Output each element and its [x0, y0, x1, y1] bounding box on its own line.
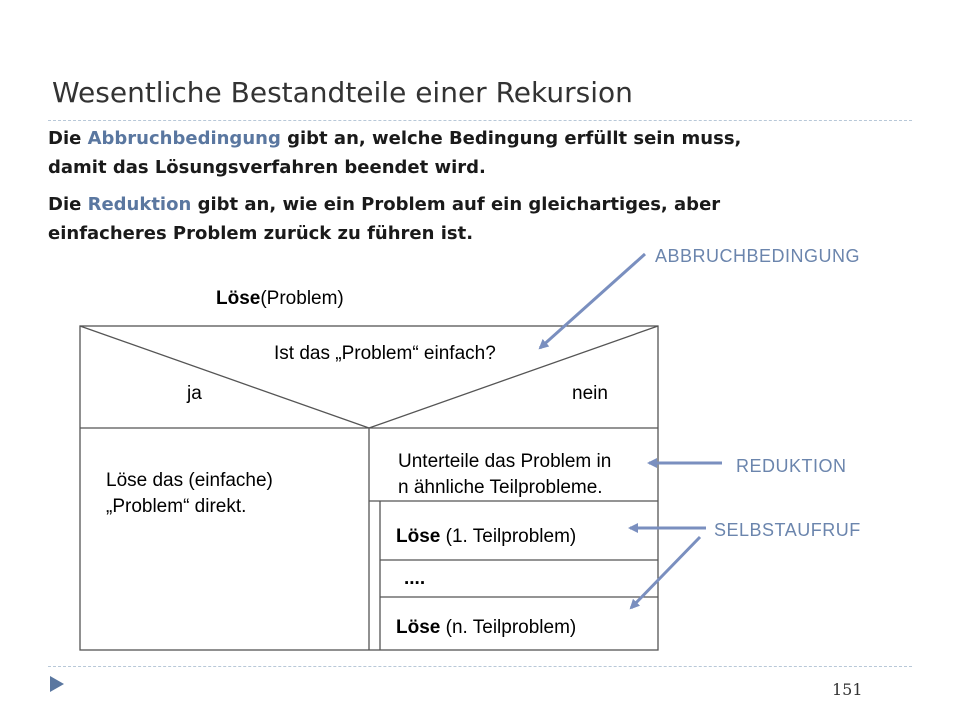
function-argument: (n. Teilproblem) [440, 617, 577, 638]
annotation-selbstaufruf: SELBSTAUFRUF [714, 520, 861, 540]
paragraph-reduktion: Die Reduktion gibt an, wie ein Problem a… [48, 190, 720, 248]
function-argument: (Problem) [260, 288, 344, 309]
no-label: nein [572, 383, 608, 404]
yes-label: ja [187, 383, 202, 404]
paragraph-line: damit das Lösungsverfahren beendet wird. [48, 157, 486, 178]
arrow-abbruchbedingung [538, 252, 647, 350]
text-line: Löse das (einfache) [106, 470, 273, 491]
recursive-call-last: Löse (n. Teilproblem) [396, 617, 576, 639]
condition-text: Ist das „Problem“ einfach? [274, 343, 496, 364]
annotation-reduktion: REDUKTION [736, 456, 847, 476]
arrow-selbstaufruf-last [629, 535, 702, 610]
text-span: gibt an, welche Bedingung erfüllt sein m… [280, 128, 742, 149]
paragraph-line: Die Reduktion gibt an, wie ein Problem a… [48, 190, 720, 219]
function-argument: (1. Teilproblem) [440, 526, 577, 547]
paragraph-line: einfacheres Problem zurück zu führen ist… [48, 223, 474, 244]
ellipsis-text: .... [404, 568, 426, 589]
yes-branch-text: Löse das (einfache) „Problem“ direkt. [106, 468, 273, 520]
text-span: Die [48, 128, 88, 149]
text-span: Die [48, 194, 88, 215]
split-text: Unterteile das Problem in n ähnliche Tei… [398, 449, 611, 501]
footer-divider [48, 666, 912, 667]
text-line: Unterteile das Problem in [398, 451, 612, 472]
paragraph-line: Die Abbruchbedingung gibt an, welche Bed… [48, 124, 741, 153]
highlight-term: Reduktion [87, 194, 192, 215]
text-line: „Problem“ direkt. [106, 496, 247, 517]
slide-title: Wesentliche Bestandteile einer Rekursion [52, 76, 633, 109]
function-keyword: Löse [396, 617, 441, 638]
function-keyword: Löse [396, 526, 441, 547]
diagram-header: Löse(Problem) [216, 288, 344, 310]
condition-diagonal-left [79, 325, 370, 429]
title-divider [48, 120, 912, 121]
paragraph-abbruchbedingung: Die Abbruchbedingung gibt an, welche Bed… [48, 124, 741, 182]
function-keyword: Löse [216, 288, 261, 309]
recursive-call-first: Löse (1. Teilproblem) [396, 526, 576, 548]
highlight-term: Abbruchbedingung [87, 128, 281, 149]
play-triangle-icon [50, 676, 64, 692]
condition-diagonal-right [368, 325, 659, 429]
page-number: 151 [832, 680, 863, 699]
text-span: gibt an, wie ein Problem auf ein gleicha… [191, 194, 721, 215]
text-line: n ähnliche Teilprobleme. [398, 477, 603, 498]
annotation-abbruchbedingung: ABBRUCHBEDINGUNG [655, 246, 861, 266]
